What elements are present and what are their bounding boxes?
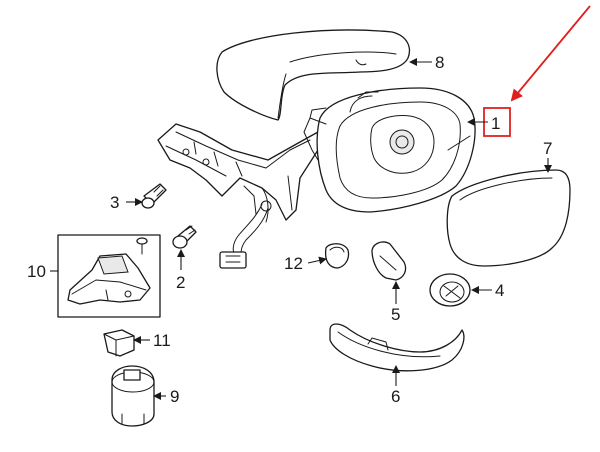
callout-4: 4 [495, 281, 504, 300]
mirror-mounting-bracket [157, 123, 319, 223]
part-4-puddle-lamp [429, 273, 471, 307]
callout-6: 6 [391, 387, 400, 406]
callout-9: 9 [170, 387, 179, 406]
part-9-actuator [111, 365, 155, 427]
callout-11: 11 [153, 331, 171, 350]
callout-12: 12 [284, 254, 303, 273]
part-7-mirror-glass [446, 169, 571, 267]
part-10-group-box [57, 234, 161, 318]
wiring-harness [219, 203, 269, 269]
part-10-screw [136, 237, 148, 255]
part-6-turn-signal [329, 323, 465, 372]
callout-8: 8 [435, 53, 444, 72]
callout-1: 1 [491, 114, 500, 133]
callout-7: 7 [543, 139, 552, 158]
leader-lines [50, 58, 552, 400]
part-1-mirror-housing [303, 87, 476, 213]
red-pointer-arrow [510, 5, 591, 102]
callout-3: 3 [110, 193, 119, 212]
part-2-bolt [172, 225, 197, 249]
part-5-socket [371, 241, 407, 281]
callout-10: 10 [27, 262, 46, 281]
part-8-mirror-cover [216, 29, 411, 121]
callout-5: 5 [391, 305, 400, 324]
part-12-clip [324, 243, 350, 269]
part-3-bolt [141, 183, 167, 209]
part-11-connector [103, 329, 135, 357]
part-10-sensor-bracket [67, 253, 151, 305]
callout-2: 2 [176, 273, 185, 292]
